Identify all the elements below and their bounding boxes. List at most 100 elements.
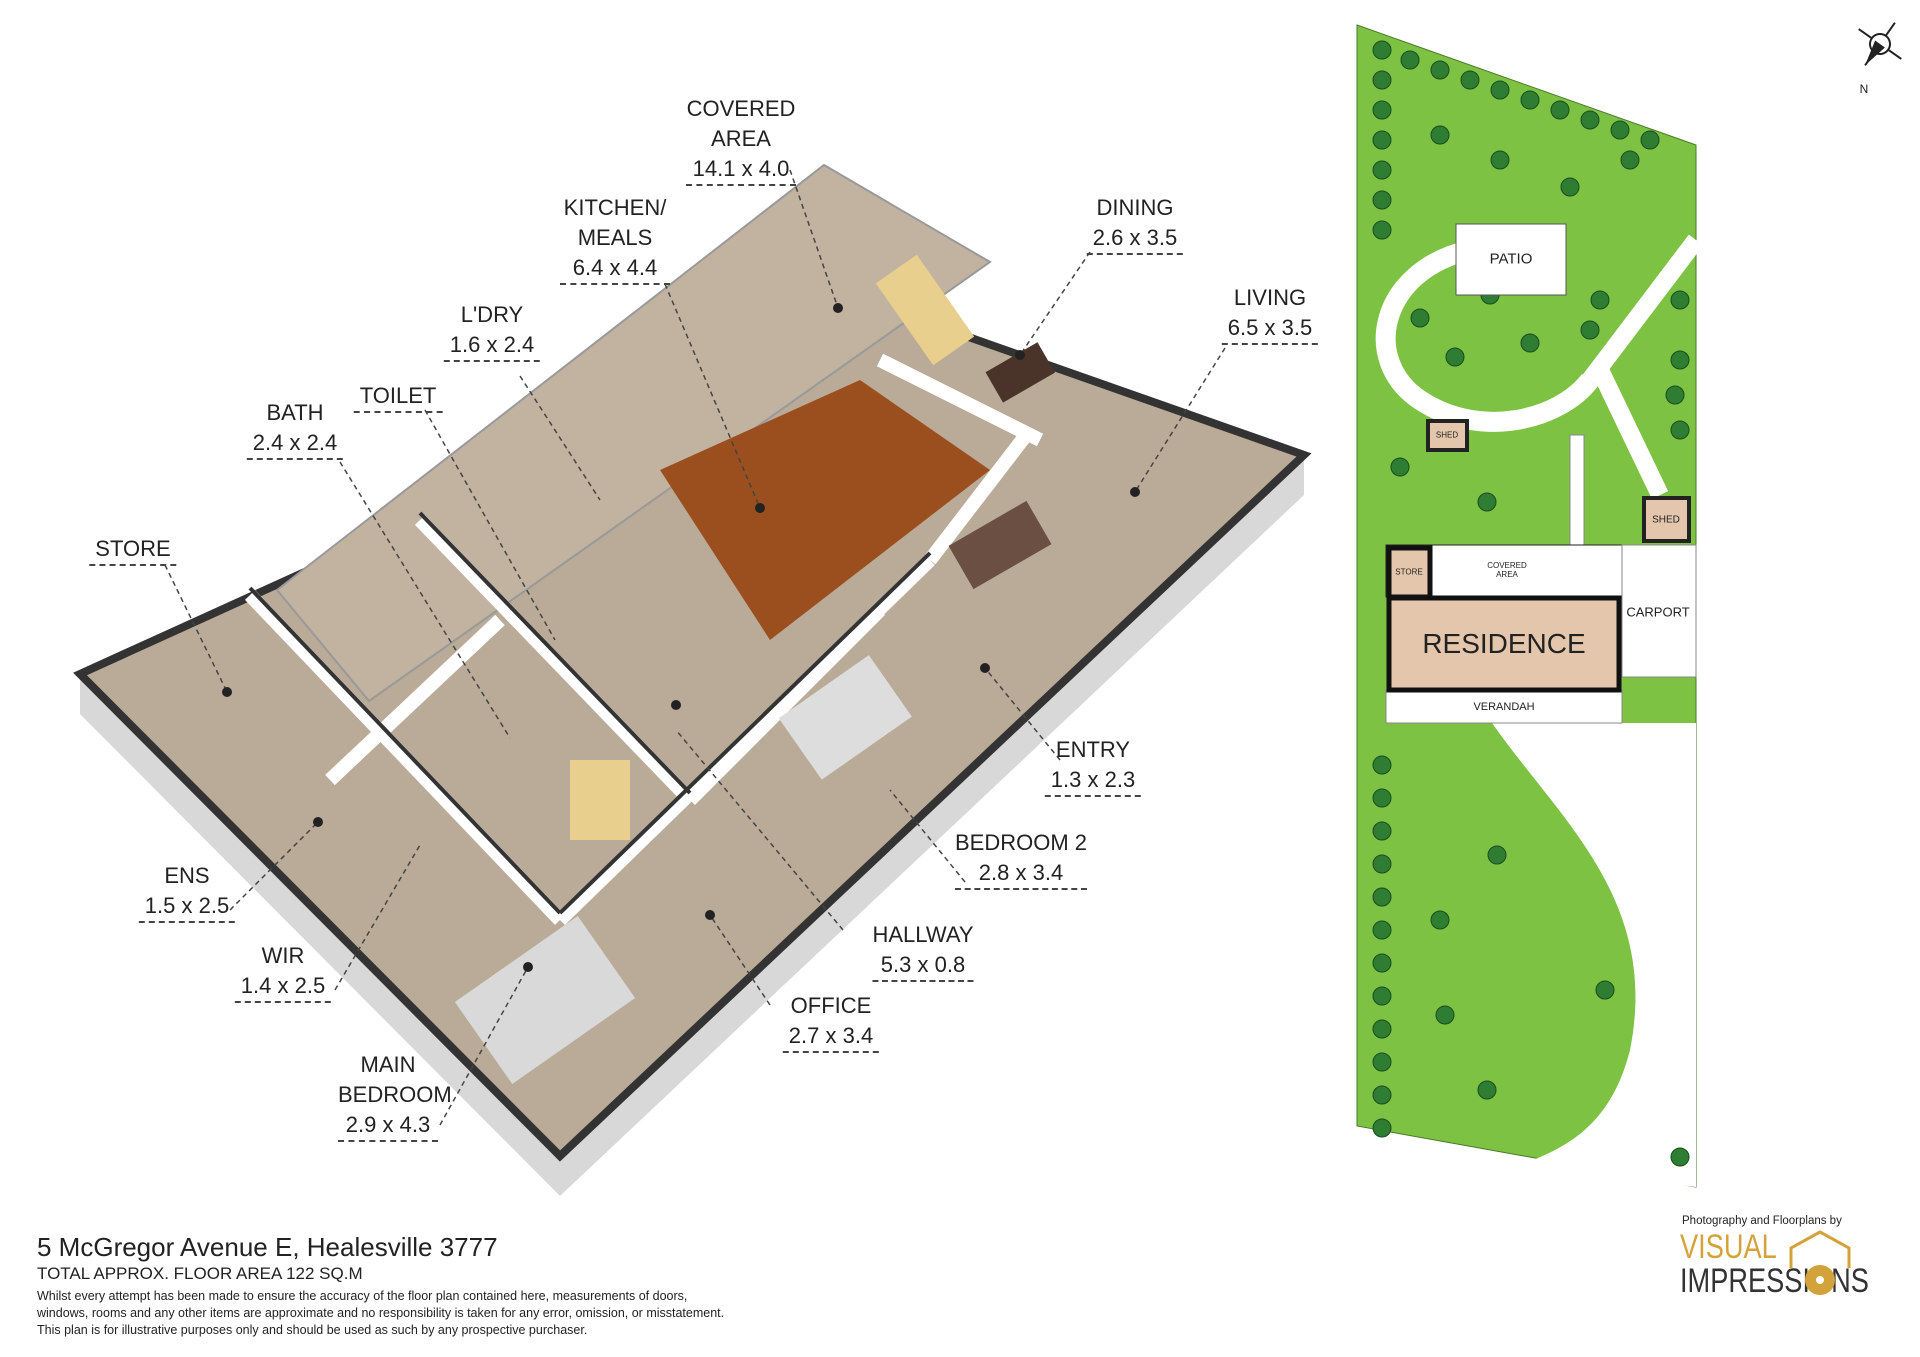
tree-icon	[1372, 920, 1392, 940]
room-name: COVERED AREA	[686, 96, 796, 151]
office-wardrobe	[570, 760, 630, 840]
tree-icon	[1400, 50, 1420, 70]
site-verandah-label: VERANDAH	[1473, 701, 1535, 713]
tree-icon	[1445, 347, 1465, 367]
tree-icon	[1665, 385, 1685, 405]
tree-icon	[1372, 190, 1392, 210]
compass-icon	[1858, 22, 1902, 66]
path-loop	[1375, 240, 1598, 432]
site-patio-label: PATIO	[1489, 250, 1533, 268]
tree-icon	[1620, 150, 1640, 170]
tree-icon	[1487, 845, 1507, 865]
leader-lines	[164, 169, 1226, 1126]
room-dims: 2.7 x 3.4	[782, 1021, 880, 1053]
room-dims: 1.4 x 2.5	[234, 971, 332, 1003]
tree-icon	[1372, 1052, 1392, 1072]
label-wir: WIR 1.4 x 2.5	[234, 941, 332, 1003]
room-name: HALLWAY	[872, 922, 974, 947]
room-dims: 1.6 x 2.4	[443, 330, 541, 362]
room-name: WIR	[261, 943, 305, 968]
tree-icon	[1372, 788, 1392, 808]
tree-icon	[1372, 953, 1392, 973]
label-hallway: HALLWAY 5.3 x 0.8	[872, 920, 974, 982]
room-name: LIVING	[1233, 285, 1307, 310]
tree-icon	[1490, 150, 1510, 170]
label-living: LIVING 6.5 x 3.5	[1221, 283, 1319, 345]
tree-icon	[1610, 120, 1630, 140]
compass-north-label: N	[1859, 82, 1869, 96]
tree-icon	[1372, 755, 1392, 775]
tree-icon	[1490, 80, 1510, 100]
site-shed-2	[1642, 496, 1691, 543]
room-dims: 2.6 x 3.5	[1086, 223, 1184, 255]
tree-icon	[1520, 333, 1540, 353]
site-shed-2-label: SHED	[1652, 514, 1680, 526]
tree-icon	[1477, 1080, 1497, 1100]
label-main-bedroom: MAIN BEDROOM 2.9 x 4.3	[338, 1050, 452, 1142]
site-covered-area-label: COVERED AREA	[1487, 561, 1527, 579]
site-carport-label: CARPORT	[1626, 604, 1690, 620]
site-carport	[1621, 544, 1697, 678]
room-dims: 14.1 x 4.0	[686, 154, 796, 186]
tree-icon	[1670, 350, 1690, 370]
tree-icon	[1372, 854, 1392, 874]
logo-credit: Photography and Floorplans by	[1682, 1215, 1842, 1227]
room-dims: 1.3 x 2.3	[1044, 765, 1142, 797]
site-patio	[1455, 223, 1567, 296]
room-dims: 5.3 x 0.8	[872, 950, 974, 982]
site-residence-label: RESIDENCE	[1422, 628, 1586, 659]
label-entry: ENTRY 1.3 x 2.3	[1044, 735, 1142, 797]
tree-icon	[1372, 1118, 1392, 1138]
room-dims: 2.8 x 3.4	[954, 858, 1088, 890]
label-laundry: L'DRY 1.6 x 2.4	[443, 300, 541, 362]
tree-icon	[1460, 70, 1480, 90]
logo-visual: VISUAL	[1680, 1228, 1777, 1266]
tree-icon	[1560, 177, 1580, 197]
bedroom2-bed	[778, 655, 912, 780]
label-bedroom-2: BEDROOM 2 2.8 x 3.4	[954, 828, 1088, 890]
tree-icon	[1390, 457, 1410, 477]
interior-walls	[244, 353, 1044, 926]
tree-icon	[1580, 110, 1600, 130]
disclaimer-line: windows, rooms and any other items are a…	[37, 1306, 725, 1320]
disclaimer-line: This plan is for illustrative purposes o…	[37, 1323, 588, 1337]
tree-icon	[1550, 100, 1570, 120]
room-name: L'DRY	[460, 302, 524, 327]
dining-table	[985, 342, 1055, 403]
tree-icon	[1372, 100, 1392, 120]
room-dims: 6.4 x 4.4	[560, 253, 670, 285]
label-bath: BATH 2.4 x 2.4	[246, 398, 344, 460]
tree-icon	[1372, 821, 1392, 841]
tree-icon	[1670, 1147, 1690, 1167]
sofa	[948, 500, 1052, 590]
main-bed	[454, 916, 636, 1084]
tree-icon	[1372, 986, 1392, 1006]
wardrobe	[875, 254, 975, 366]
label-toilet: TOILET	[353, 381, 443, 413]
room-name: ENTRY	[1055, 737, 1131, 762]
tree-icon	[1580, 320, 1600, 340]
tree-icon	[1595, 980, 1615, 1000]
site-plan	[1356, 22, 1902, 1188]
site-residence	[1386, 595, 1622, 693]
label-kitchen-meals: KITCHEN/ MEALS 6.4 x 4.4	[560, 193, 670, 285]
trees	[1372, 40, 1690, 1167]
site-verandah	[1385, 689, 1623, 724]
room-name: DINING	[1096, 195, 1174, 220]
logo-impressions: IMPRESSIONS	[1680, 1262, 1869, 1300]
covered-area-deck	[275, 163, 992, 703]
site-store-label: STORE	[1395, 567, 1423, 577]
room-name: MAIN BEDROOM	[338, 1052, 452, 1107]
tree-icon	[1520, 90, 1540, 110]
room-name: KITCHEN/ MEALS	[563, 195, 667, 250]
room-dims: 1.5 x 2.5	[138, 891, 236, 923]
room-dims: 6.5 x 3.5	[1221, 313, 1319, 345]
room-name: STORE	[89, 534, 177, 566]
room-name: OFFICE	[790, 993, 872, 1018]
tree-icon	[1410, 308, 1430, 328]
disclaimer-line: Whilst every attempt has been made to en…	[37, 1289, 688, 1303]
floorplan-3d	[73, 163, 1312, 1196]
tree-icon	[1372, 1085, 1392, 1105]
tree-icon	[1372, 130, 1392, 150]
room-name: ENS	[164, 863, 210, 888]
